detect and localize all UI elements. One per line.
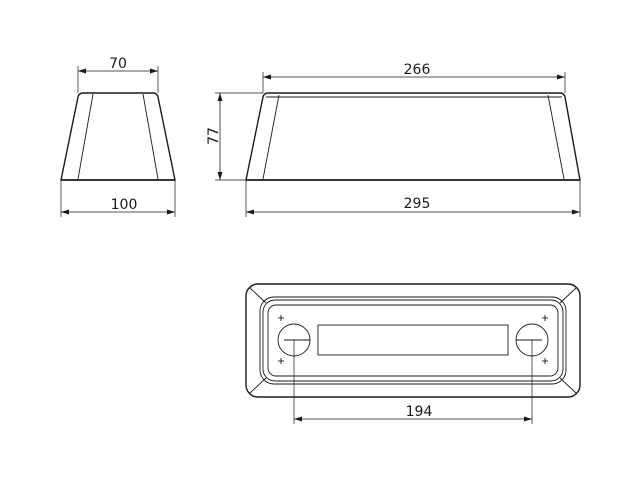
arrowhead xyxy=(217,93,223,101)
dimension-front-top: 70 xyxy=(77,56,159,93)
dimension-label-77: 77 xyxy=(206,127,222,145)
side-view-left-inner-edge xyxy=(262,94,280,180)
arrowhead xyxy=(524,416,532,422)
center-slot xyxy=(317,324,509,356)
corner-edge-bottom-left xyxy=(249,377,267,394)
dimension-height: 77 xyxy=(206,92,263,181)
top-view-bevel-outline xyxy=(259,296,567,385)
top-view xyxy=(245,283,581,398)
dimension-label-100: 100 xyxy=(111,197,138,213)
arrowhead xyxy=(167,209,175,215)
front-view-left-inner-edge xyxy=(77,93,94,180)
side-view xyxy=(245,92,581,181)
arrowhead xyxy=(217,172,223,180)
plus-mark xyxy=(542,315,548,321)
corner-edge-bottom-right xyxy=(559,377,577,394)
side-view-right-inner-edge xyxy=(547,94,565,180)
arrowhead xyxy=(246,209,254,215)
arrowhead xyxy=(61,209,69,215)
dimension-hole-spacing: 194 xyxy=(293,340,533,424)
dimension-label-295: 295 xyxy=(404,196,431,212)
plus-mark xyxy=(278,315,284,321)
front-view-outline xyxy=(60,92,176,181)
dimension-label-70: 70 xyxy=(109,56,127,72)
dimension-front-bottom: 100 xyxy=(60,180,176,217)
corner-edge-top-right xyxy=(559,287,577,304)
corner-edge-top-left xyxy=(249,287,267,304)
top-view-outer-outline xyxy=(245,283,581,398)
dimension-side-bottom: 295 xyxy=(245,180,581,217)
dimension-label-266: 266 xyxy=(404,62,431,78)
plus-mark xyxy=(278,358,284,364)
dimension-label-194: 194 xyxy=(406,404,433,420)
front-view-right-inner-edge xyxy=(142,93,159,180)
arrowhead xyxy=(150,68,158,74)
arrowhead xyxy=(572,209,580,215)
side-view-outline xyxy=(245,92,581,181)
arrowhead xyxy=(263,74,271,80)
arrowhead xyxy=(78,68,86,74)
top-view-top-surface xyxy=(267,304,559,377)
arrowhead xyxy=(557,74,565,80)
plus-mark xyxy=(542,358,548,364)
top-view-bevel-outline-inner xyxy=(262,299,564,382)
front-view xyxy=(60,92,176,181)
dimension-side-top: 266 xyxy=(262,62,566,93)
arrowhead xyxy=(294,416,302,422)
